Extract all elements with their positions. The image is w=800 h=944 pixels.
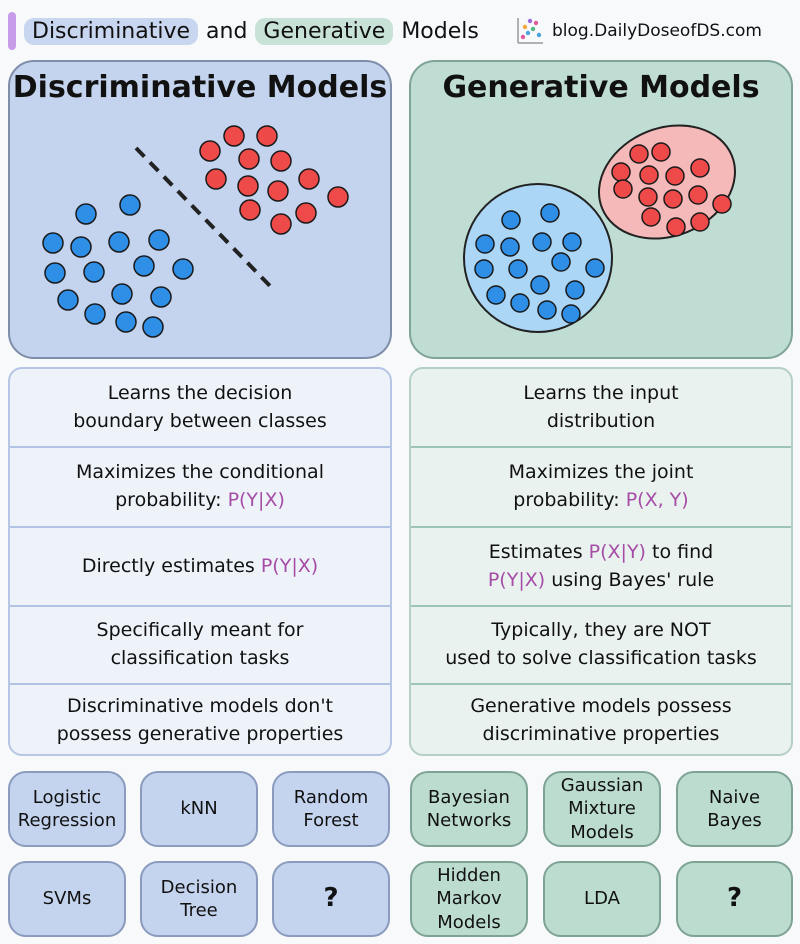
disc-row-generative-properties: Discriminative models don't possess gener… [10, 683, 390, 754]
page-title: Discriminative and Generative Models [24, 12, 479, 50]
row-text: Specifically meant for [96, 619, 304, 642]
gen-row-discriminative-properties: Generative models possess discriminative … [411, 683, 791, 754]
scatter-logo-icon [517, 18, 543, 44]
blue-points [42, 194, 194, 338]
red-points [199, 125, 349, 235]
blue-points [474, 203, 605, 324]
model-naive-bayes[interactable]: Naive Bayes [676, 771, 793, 847]
title-discriminative: Discriminative [24, 17, 199, 45]
generative-panel: Generative Models [409, 60, 793, 359]
disc-row-estimates: Directly estimates P(Y|X) [10, 526, 390, 605]
generative-properties: Learns the input distribution Maximizes t… [409, 367, 793, 756]
model-bayesian-networks[interactable]: Bayesian Networks [410, 771, 528, 847]
disc-row-boundary: Learns the decision boundary between clas… [10, 369, 390, 446]
discriminative-properties: Learns the decision boundary between clas… [8, 367, 392, 756]
row-text: boundary between classes [73, 409, 327, 432]
model-logistic-regression[interactable]: Logistic Regression [8, 771, 126, 847]
row-text: using Bayes' rule [545, 568, 715, 591]
model-unknown[interactable]: ? [272, 861, 390, 937]
row-text: Typically, they are NOT [491, 619, 711, 642]
model-svms[interactable]: SVMs [8, 861, 126, 937]
blog-url: blog.DailyDoseofDS.com [552, 21, 762, 41]
generative-illustration [463, 124, 736, 333]
disc-row-classification: Specifically meant for classification tas… [10, 605, 390, 683]
gen-row-joint: Maximizes the joint probability: P(X, Y) [411, 446, 791, 526]
row-text: Directly estimates [81, 554, 261, 577]
gen-row-classification: Typically, they are NOT used to solve cla… [411, 605, 791, 683]
row-text: Maximizes the conditional [76, 461, 324, 484]
row-text: used to solve classification tasks [445, 647, 757, 669]
row-text: Estimates [488, 540, 589, 563]
discriminative-illustration [42, 125, 349, 338]
row-text: probability: [513, 489, 626, 511]
row-text: Discriminative models don't [66, 694, 333, 717]
model-random-forest[interactable]: Random Forest [272, 771, 390, 847]
model-lda[interactable]: LDA [543, 861, 661, 937]
decision-boundary [134, 146, 274, 290]
formula: P(Y|X) [487, 568, 546, 591]
row-text: distribution [546, 409, 656, 432]
accent-bar [8, 12, 16, 50]
row-text: probability: [115, 489, 228, 511]
row-text: Learns the decision [107, 381, 293, 404]
row-text: Maximizes the joint [508, 461, 694, 484]
title-generative: Generative [255, 17, 394, 45]
formula: P(Y|X) [260, 554, 319, 577]
discriminative-panel: Discriminative Models [8, 60, 392, 359]
row-text: possess generative properties [56, 722, 344, 745]
model-gaussian-mixture-models[interactable]: Gaussian Mixture Models [543, 771, 661, 847]
row-text: discriminative properties [482, 722, 720, 745]
row-text: Learns the input [523, 381, 679, 404]
gen-row-distribution: Learns the input distribution [411, 369, 791, 446]
discriminative-title: Discriminative Models [12, 70, 388, 105]
model-decision-tree[interactable]: Decision Tree [140, 861, 258, 937]
title-models: Models [401, 18, 479, 44]
title-and: and [206, 18, 248, 44]
model-hidden-markov-models[interactable]: Hidden Markov Models [410, 861, 528, 937]
formula: P(X, Y) [625, 489, 689, 511]
row-text: classification tasks [110, 647, 290, 669]
model-knn[interactable]: kNN [140, 771, 258, 847]
formula: P(Y|X) [227, 489, 285, 511]
blog-link[interactable]: blog.DailyDoseofDS.com [514, 12, 762, 50]
row-text: Generative models possess [470, 694, 732, 717]
row-text: to find [645, 540, 714, 563]
formula: P(X|Y) [588, 540, 646, 563]
model-unknown[interactable]: ? [676, 861, 793, 937]
generative-title: Generative Models [442, 70, 760, 105]
red-points [611, 142, 732, 237]
disc-row-conditional: Maximizes the conditional probability: P(… [10, 446, 390, 526]
